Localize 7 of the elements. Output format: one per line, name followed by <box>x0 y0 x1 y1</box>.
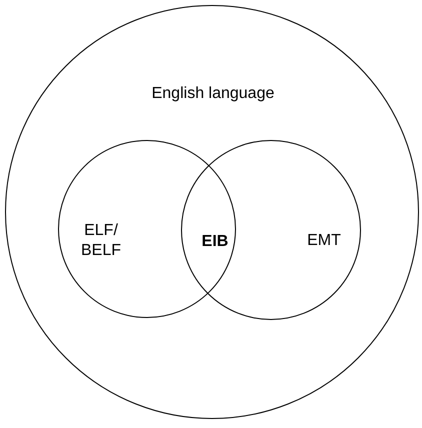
overlap-label: EIB <box>200 232 230 252</box>
circle-label: ELF/ BELF <box>80 221 122 261</box>
circle-label: EMT <box>306 231 342 251</box>
circle <box>181 140 361 320</box>
circle <box>58 140 236 318</box>
circle <box>5 5 419 419</box>
circle-label: English language <box>150 84 276 104</box>
